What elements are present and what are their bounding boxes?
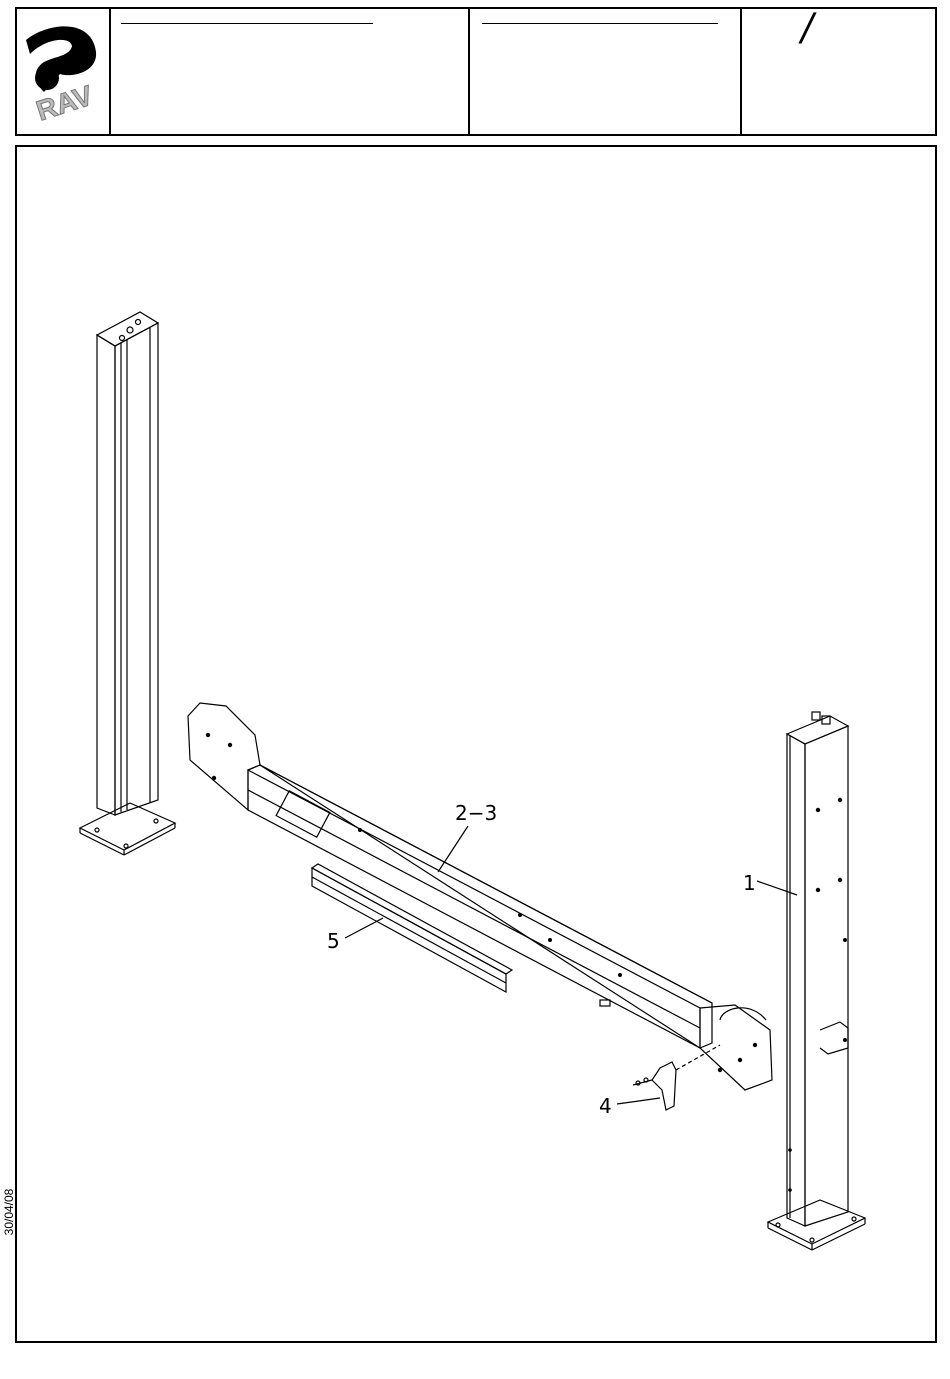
leader-2-3 <box>438 826 468 872</box>
revision-date: 30/04/08 <box>2 1177 16 1247</box>
leader-4 <box>617 1098 660 1104</box>
leader-1 <box>757 881 797 895</box>
column-part-1 <box>768 712 865 1250</box>
callout-1: 1 <box>743 873 756 893</box>
callout-5: 5 <box>327 931 340 951</box>
cross-beam-part-2-3 <box>188 703 772 1090</box>
cover-part-5 <box>312 864 512 992</box>
leader-5 <box>345 918 383 938</box>
callout-2-3: 2−3 <box>455 803 497 823</box>
callout-4: 4 <box>599 1096 612 1116</box>
left-column <box>80 312 175 855</box>
